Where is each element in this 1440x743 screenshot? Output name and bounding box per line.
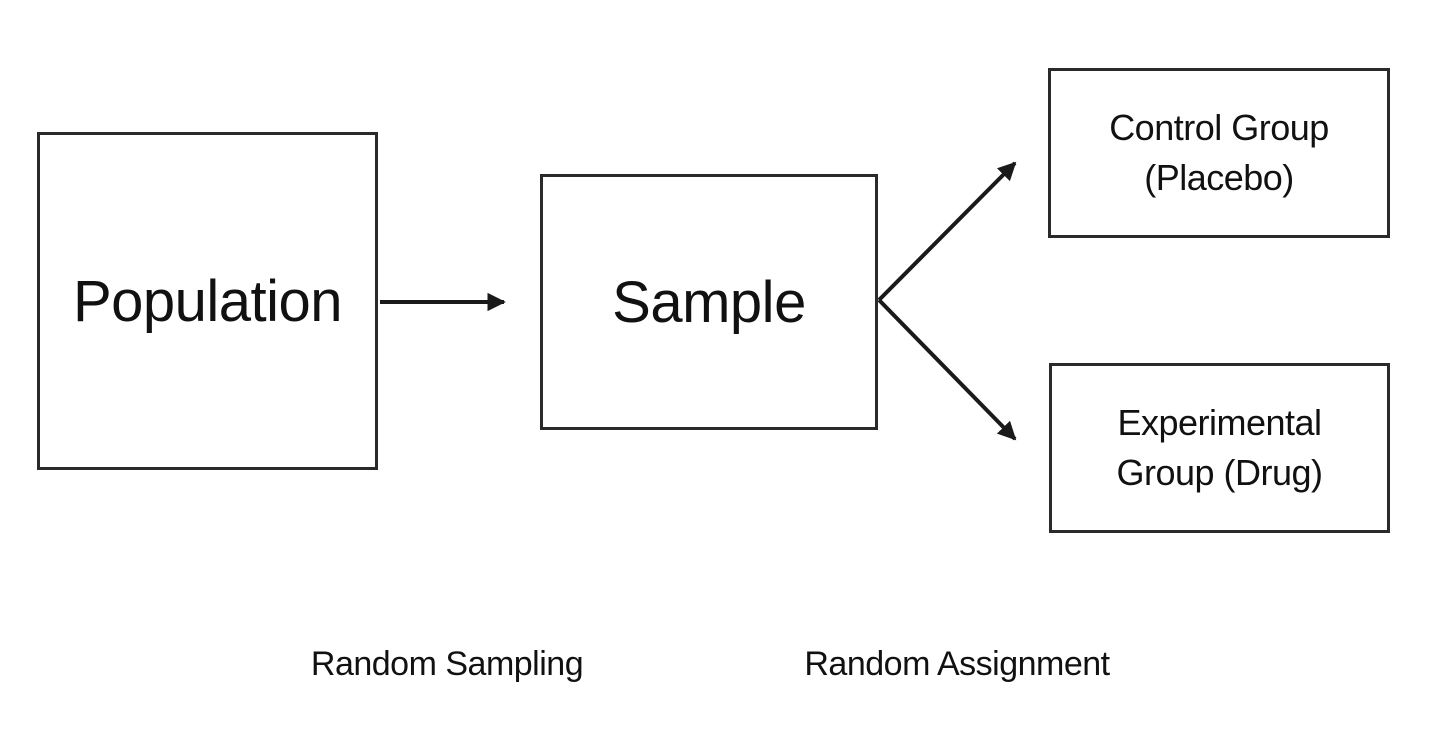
experimental-group-box: Experimental Group (Drug): [1049, 363, 1390, 533]
control-group-label-line1: Control Group: [1109, 107, 1329, 149]
experimental-group-label-line2: Group (Drug): [1116, 452, 1323, 493]
control-group-box: Control Group (Placebo): [1048, 68, 1390, 238]
arrow-sample-to-control: [877, 161, 1017, 302]
random-assignment-label: Random Assignment: [804, 645, 1110, 683]
population-label: Population: [72, 268, 343, 334]
sample-label: Sample: [612, 269, 806, 335]
experimental-group-label-line1: Experimental: [1117, 402, 1322, 444]
arrow-sample-to-experimental: [877, 298, 1017, 441]
control-group-label-line2: (Placebo): [1144, 157, 1294, 198]
random-sampling-label: Random Sampling: [310, 645, 584, 683]
sample-box: Sample: [540, 174, 878, 430]
population-box: Population: [37, 132, 378, 470]
